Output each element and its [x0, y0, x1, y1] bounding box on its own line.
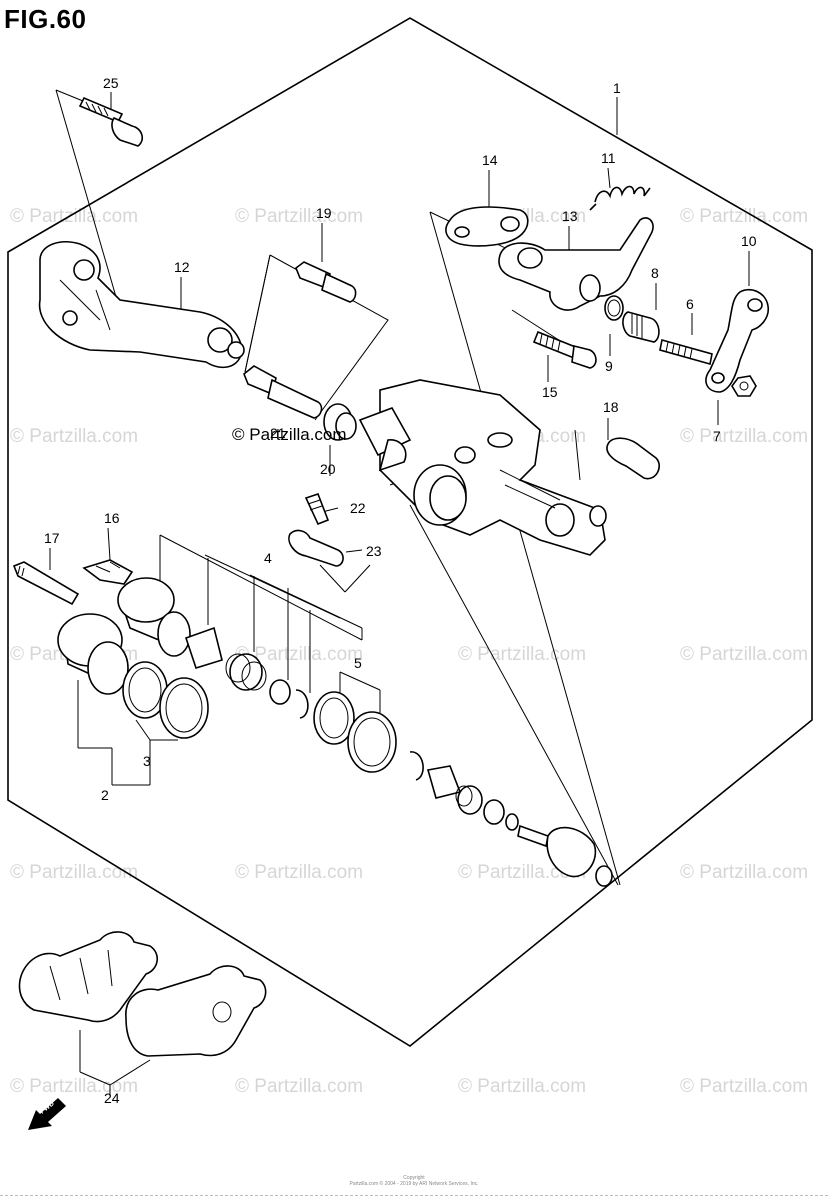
- callout-24: 24: [104, 1090, 120, 1106]
- callout-11: 11: [601, 150, 616, 166]
- copyright-footer: Copyright Partzilla.com © 2004 - 2019 by…: [0, 1175, 828, 1187]
- part-4-piston: [117, 577, 191, 657]
- callout-17: 17: [44, 530, 60, 546]
- callout-21: 21: [270, 425, 286, 441]
- part-17-pin: [12, 561, 80, 606]
- callout-9: 9: [605, 358, 613, 374]
- forward-arrow-icon: FWD: [28, 1098, 66, 1130]
- callout-4: 4: [264, 550, 272, 566]
- watermark: © Partzilla.com: [10, 862, 138, 883]
- callout-5: 5: [354, 655, 362, 671]
- callout-23: 23: [366, 543, 382, 559]
- part-8-seal: [622, 311, 660, 343]
- watermark: © Partzilla.com: [458, 862, 586, 883]
- part-4-internals: [184, 626, 309, 719]
- part-9-oring: [604, 295, 624, 321]
- inline-watermark: © Partzilla.com: [232, 425, 347, 444]
- watermark: © Partzilla.com: [680, 426, 808, 447]
- watermark: © Partzilla.com: [680, 644, 808, 665]
- watermark: © Partzilla.com: [680, 206, 808, 227]
- callout-14: 14: [482, 152, 498, 168]
- callout-19: 19: [316, 205, 332, 221]
- part-11-spring: [589, 185, 651, 211]
- copyright-line-2: Partzilla.com © 2004 - 2019 by ARI Netwo…: [349, 1181, 479, 1187]
- part-3-seal: [122, 661, 209, 739]
- watermark: © Partzilla.com: [10, 1076, 138, 1097]
- callout-18: 18: [603, 399, 619, 415]
- part-13-lever: [498, 217, 654, 311]
- part-14-gasket: [445, 206, 529, 247]
- watermark: © Partzilla.com: [235, 862, 363, 883]
- assembly-outline: [7, 17, 813, 1047]
- caliper-body: [358, 379, 607, 556]
- callout-20: 20: [320, 461, 336, 477]
- part-20-boot: [323, 403, 357, 441]
- callout-7: 7: [713, 428, 721, 444]
- callout-16: 16: [104, 510, 120, 526]
- callout-13: 13: [562, 208, 578, 224]
- callout-12: 12: [174, 259, 190, 275]
- callout-22: 22: [350, 500, 366, 516]
- part-24-brake-pads: [18, 931, 267, 1057]
- callout-10: 10: [741, 233, 757, 249]
- callout-1: 1: [613, 80, 621, 96]
- bottom-divider: [0, 1195, 828, 1196]
- watermark: © Partzilla.com: [235, 1076, 363, 1097]
- watermark: © Partzilla.com: [235, 644, 363, 665]
- part-2-piston: [57, 613, 129, 695]
- callout-15: 15: [542, 384, 558, 400]
- adjuster-internals: [409, 751, 613, 887]
- watermark: © Partzilla.com: [458, 1076, 586, 1097]
- part-7-nut: [731, 375, 757, 397]
- part-23-cap: [288, 529, 344, 567]
- watermark: © Partzilla.com: [458, 644, 586, 665]
- callout-6: 6: [686, 296, 694, 312]
- part-19-pin: [295, 261, 357, 303]
- callout-8: 8: [651, 265, 659, 281]
- part-6-screw: [659, 338, 713, 366]
- callout-3: 3: [143, 753, 151, 769]
- callout-25: 25: [103, 75, 119, 91]
- part-15-bolt: [532, 330, 597, 369]
- callout-labels: 25 1 14 11 19 13 10 12 8 6 9 15 7 18 21 …: [44, 75, 757, 1106]
- watermark: © Partzilla.com: [10, 206, 138, 227]
- part-5-seal: [313, 691, 397, 773]
- watermark: © Partzilla.com: [680, 1076, 808, 1097]
- watermark: © Partzilla.com: [10, 426, 138, 447]
- copyright-line-1: Copyright: [403, 1175, 425, 1181]
- part-21-pin: [243, 365, 323, 419]
- watermark: © Partzilla.com: [235, 206, 363, 227]
- part-18-cap: [606, 437, 660, 480]
- watermark: © Partzilla.com: [680, 862, 808, 883]
- figure-title: FIG.60: [4, 4, 87, 34]
- part-10-arm: [705, 288, 770, 393]
- part-12-bracket: [38, 241, 245, 369]
- part-16-clip: [82, 559, 134, 585]
- part-25-bolt: [78, 96, 144, 147]
- callout-2: 2: [101, 787, 109, 803]
- part-22-bleeder: [304, 492, 330, 526]
